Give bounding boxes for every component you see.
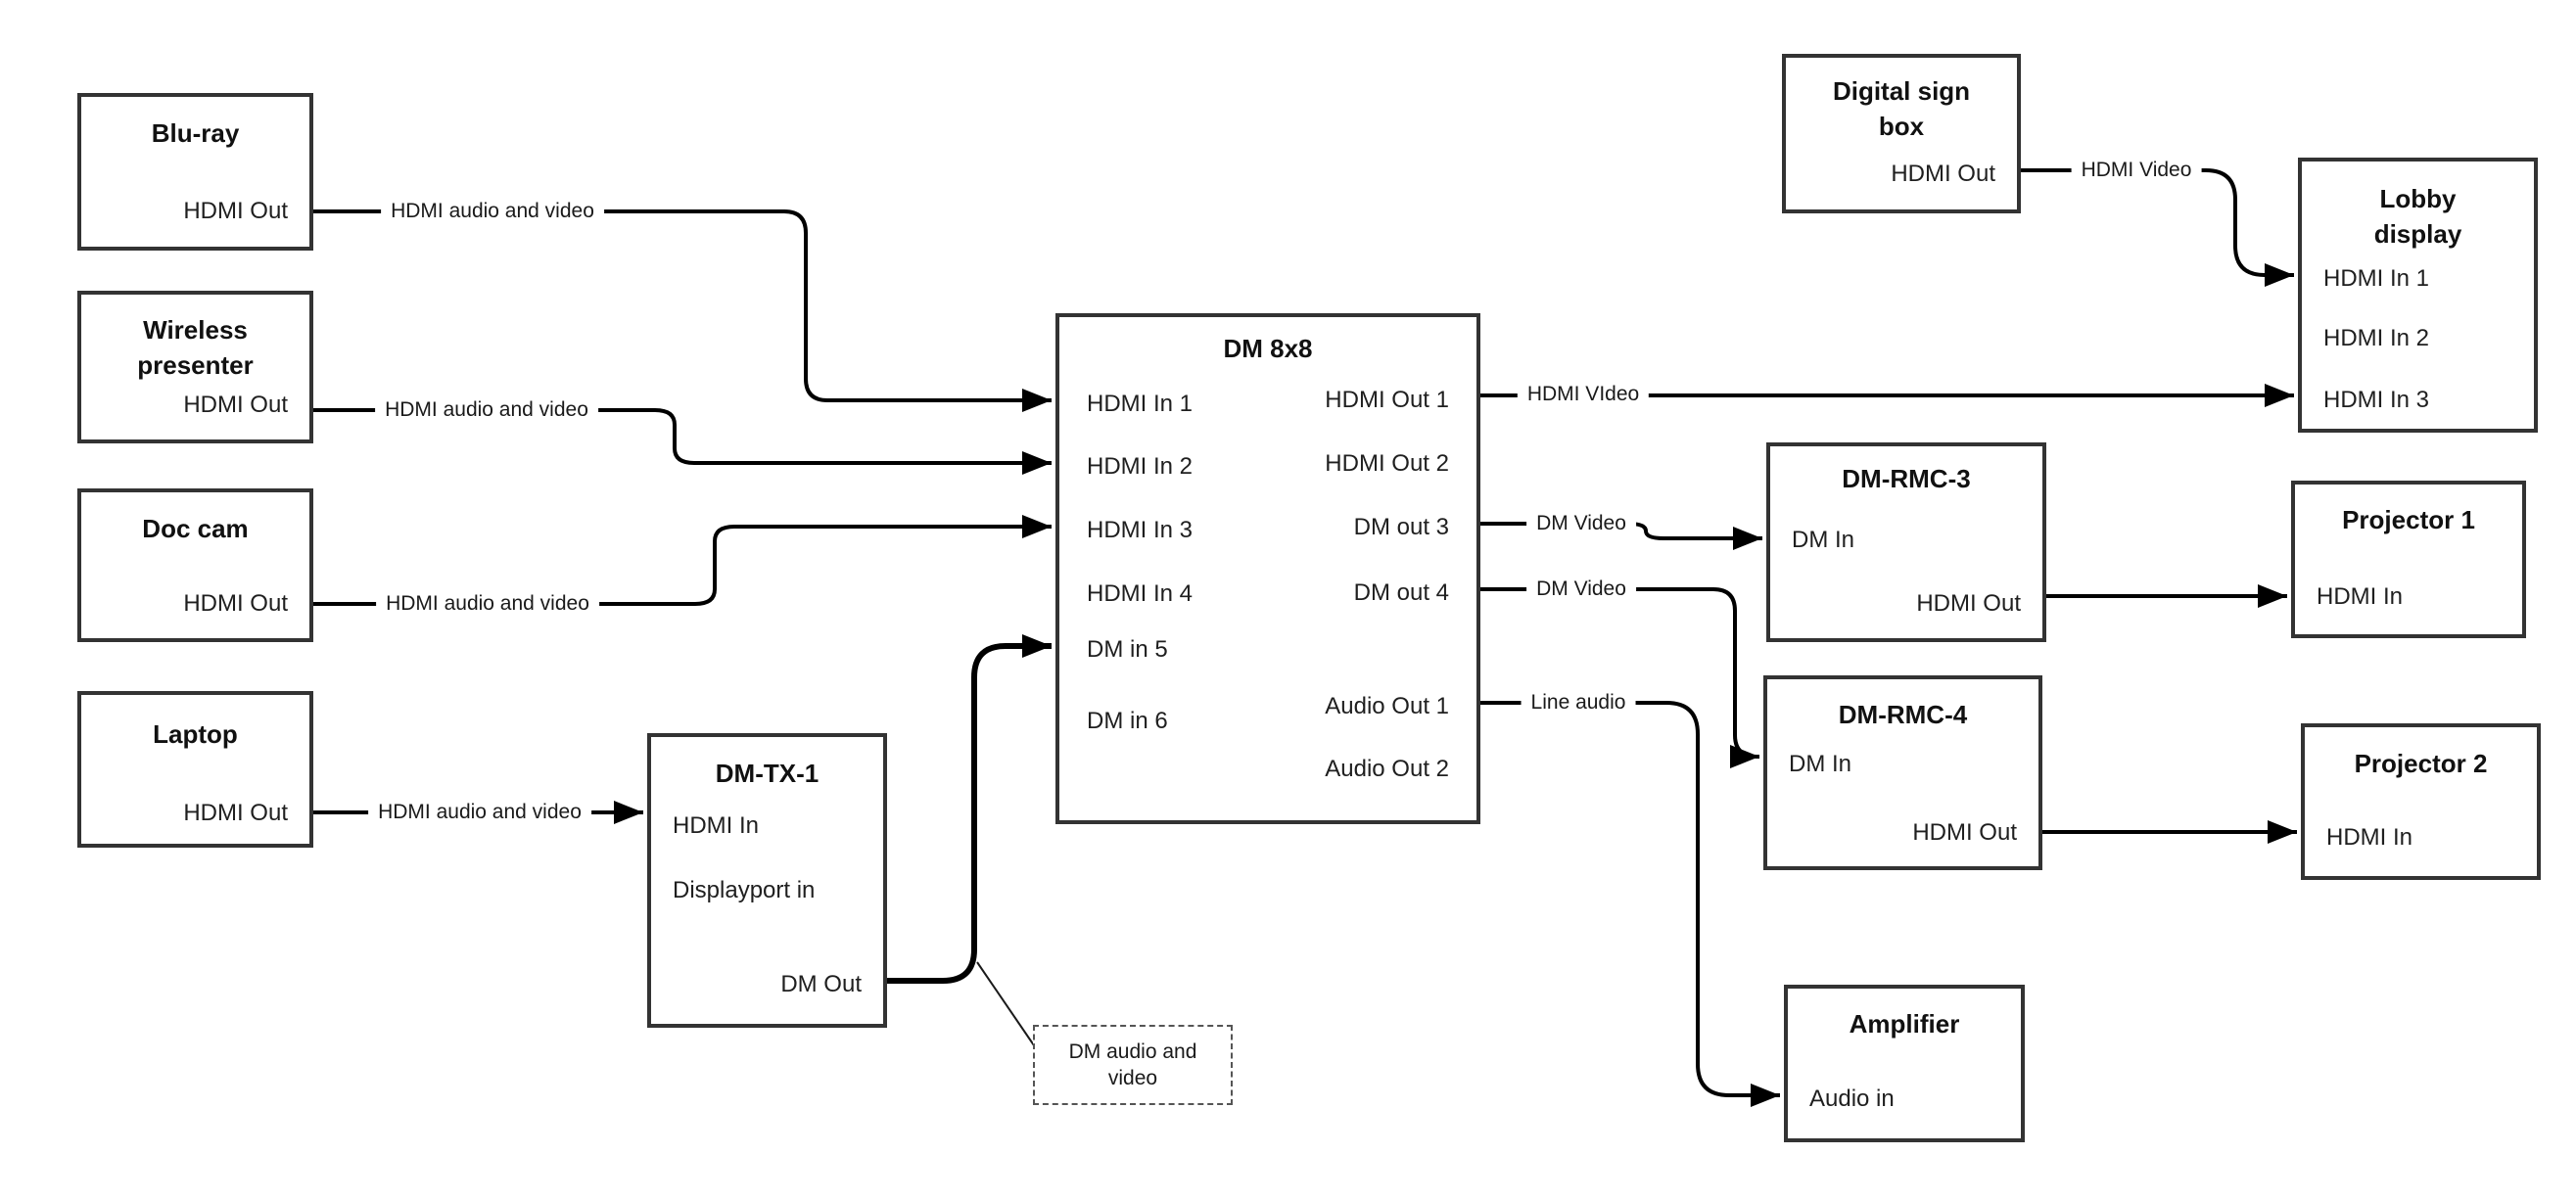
edge-doccam-to-dm8x8[interactable] bbox=[313, 515, 1052, 606]
note-leader-line bbox=[976, 961, 1035, 1046]
port-hdmi-in-3: HDMI In 3 bbox=[2323, 387, 2430, 413]
node-title: Projector 1 bbox=[2342, 505, 2475, 534]
port-hdmi-in-2: HDMI In 2 bbox=[1087, 453, 1194, 480]
port-dm-in: DM In bbox=[1792, 527, 1855, 553]
node-title: DM-RMC-3 bbox=[1842, 464, 1971, 493]
edge-label-hdmi-audio-video-4: HDMI audio and video bbox=[368, 800, 591, 825]
port-hdmi-in: HDMI In bbox=[673, 812, 760, 839]
port-hdmi-in-3: HDMI In 3 bbox=[1087, 517, 1194, 543]
port-hdmi-in-4: HDMI In 4 bbox=[1087, 580, 1194, 607]
node-title: Laptop bbox=[153, 719, 238, 749]
port-hdmi-in: HDMI In bbox=[2317, 583, 2404, 610]
port-dm-in: DM In bbox=[1789, 751, 1852, 777]
note-dm-audio-and-video[interactable]: DM audio and video bbox=[1033, 1025, 1233, 1105]
node-title: Amplifier bbox=[1849, 1009, 1960, 1039]
port-hdmi-out: HDMI Out bbox=[183, 392, 288, 418]
node-dm-tx-1[interactable]: DM-TX-1 HDMI In Displayport in DM Out bbox=[647, 733, 887, 1028]
port-hdmi-out: HDMI Out bbox=[183, 590, 288, 617]
node-laptop[interactable]: Laptop HDMI Out bbox=[77, 691, 313, 848]
port-hdmi-out: HDMI Out bbox=[1891, 161, 1995, 187]
node-dm-rmc-4[interactable]: DM-RMC-4 DM In HDMI Out bbox=[1763, 675, 2042, 870]
edge-label-hdmi-video: HDMI Video bbox=[2071, 158, 2202, 183]
edge-label-line-audio: Line audio bbox=[1521, 690, 1636, 716]
edge-label-dm-video-1: DM Video bbox=[1526, 511, 1636, 536]
node-title: Doc cam bbox=[142, 514, 249, 543]
node-doc-cam[interactable]: Doc cam HDMI Out bbox=[77, 488, 313, 642]
port-displayport-in: Displayport in bbox=[673, 877, 816, 903]
port-hdmi-in: HDMI In bbox=[2326, 824, 2413, 851]
node-title: Blu-ray bbox=[151, 118, 240, 148]
node-title: DM-RMC-4 bbox=[1838, 700, 1968, 729]
node-title: DM 8x8 bbox=[1223, 334, 1313, 363]
node-title: Digital sign box bbox=[1832, 76, 1971, 141]
node-projector-1[interactable]: Projector 1 HDMI In bbox=[2291, 481, 2526, 638]
port-audio-in: Audio in bbox=[1809, 1086, 1895, 1112]
port-hdmi-in-2: HDMI In 2 bbox=[2323, 325, 2430, 351]
port-dm-out: DM Out bbox=[780, 971, 862, 997]
edge-wireless-to-dm8x8[interactable] bbox=[313, 408, 1052, 475]
port-hdmi-out-2: HDMI Out 2 bbox=[1325, 450, 1449, 477]
node-title: DM-TX-1 bbox=[715, 759, 820, 788]
port-hdmi-out: HDMI Out bbox=[183, 800, 288, 826]
node-title: Lobby display bbox=[2373, 184, 2462, 249]
port-dm-in-5: DM in 5 bbox=[1087, 636, 1168, 663]
port-dm-in-6: DM in 6 bbox=[1087, 708, 1168, 734]
node-amplifier[interactable]: Amplifier Audio in bbox=[1784, 985, 2025, 1142]
node-title: Projector 2 bbox=[2354, 749, 2488, 778]
edge-dm8x8-to-dmrmc4[interactable] bbox=[1480, 587, 1759, 768]
port-hdmi-out-1: HDMI Out 1 bbox=[1325, 387, 1449, 413]
port-hdmi-in-1: HDMI In 1 bbox=[2323, 265, 2430, 292]
edge-label-hdmi-audio-video-2: HDMI audio and video bbox=[375, 397, 598, 423]
port-hdmi-out: HDMI Out bbox=[183, 198, 288, 224]
node-projector-2[interactable]: Projector 2 HDMI In bbox=[2301, 723, 2541, 880]
node-lobby-display[interactable]: Lobby display HDMI In 1 HDMI In 2 HDMI I… bbox=[2298, 158, 2538, 433]
edge-label-hdmi-audio-video-3: HDMI audio and video bbox=[376, 591, 599, 617]
port-hdmi-out: HDMI Out bbox=[1916, 590, 2021, 617]
edge-label-hdmi-audio-video-1: HDMI audio and video bbox=[381, 199, 604, 224]
node-digital-sign-box[interactable]: Digital sign box HDMI Out bbox=[1782, 54, 2021, 213]
port-dm-out-3: DM out 3 bbox=[1353, 514, 1449, 540]
node-title: Wireless presenter bbox=[137, 315, 254, 380]
port-hdmi-out: HDMI Out bbox=[1912, 819, 2017, 846]
port-hdmi-in-1: HDMI In 1 bbox=[1087, 391, 1194, 417]
port-audio-out-2: Audio Out 2 bbox=[1325, 756, 1449, 782]
edge-dmtx1-to-dm8x8[interactable] bbox=[886, 634, 1052, 984]
port-dm-out-4: DM out 4 bbox=[1353, 579, 1449, 606]
edge-digitalsign-to-lobby[interactable] bbox=[2021, 168, 2294, 287]
edge-bluray-to-dm8x8[interactable] bbox=[313, 209, 1052, 412]
node-wireless-presenter[interactable]: Wireless presenter HDMI Out bbox=[77, 291, 313, 443]
node-dm-8x8[interactable]: DM 8x8 HDMI In 1 HDMI In 2 HDMI In 3 HDM… bbox=[1055, 313, 1480, 824]
edge-dm8x8-to-amplifier[interactable] bbox=[1480, 701, 1780, 1107]
port-audio-out-1: Audio Out 1 bbox=[1325, 693, 1449, 719]
node-dm-rmc-3[interactable]: DM-RMC-3 DM In HDMI Out bbox=[1766, 442, 2046, 642]
node-bluray[interactable]: Blu-ray HDMI Out bbox=[77, 93, 313, 251]
edge-label-hdmi-video-typo: HDMI VIdeo bbox=[1517, 382, 1650, 407]
edge-label-dm-video-2: DM Video bbox=[1526, 577, 1636, 602]
